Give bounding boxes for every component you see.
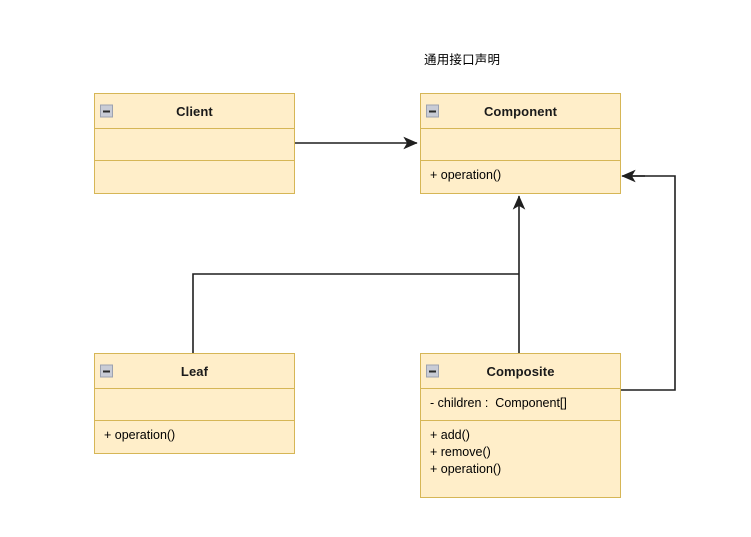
interface-declaration-note: 通用接口声明 bbox=[424, 53, 501, 67]
class-name-composite: Composite bbox=[486, 363, 555, 379]
class-attributes-component bbox=[421, 129, 620, 161]
class-operations-client bbox=[95, 161, 294, 193]
operation-row: + operation() bbox=[104, 428, 176, 442]
collapse-minus-icon[interactable] bbox=[426, 104, 439, 118]
operation-row: + remove() bbox=[430, 445, 491, 459]
class-operations-component: + operation() bbox=[421, 161, 620, 193]
class-operations-composite: + add() + remove() + operation() bbox=[421, 421, 620, 497]
class-name-leaf: Leaf bbox=[180, 363, 209, 379]
class-header-client: Client bbox=[95, 94, 294, 129]
class-header-composite: Composite bbox=[421, 354, 620, 389]
operation-row: + operation() bbox=[430, 462, 502, 476]
collapse-minus-icon[interactable] bbox=[100, 104, 113, 118]
class-box-component[interactable]: Component + operation() bbox=[420, 93, 621, 194]
class-header-leaf: Leaf bbox=[95, 354, 294, 389]
operation-row: + operation() bbox=[430, 168, 502, 182]
collapse-minus-icon[interactable] bbox=[426, 364, 439, 378]
class-name-client: Client bbox=[176, 103, 213, 119]
class-box-client[interactable]: Client bbox=[94, 93, 295, 194]
attribute-row: - children : Component[] bbox=[430, 396, 567, 410]
class-box-composite[interactable]: Composite - children : Component[] + add… bbox=[420, 353, 621, 498]
class-attributes-leaf bbox=[95, 389, 294, 421]
class-attributes-client bbox=[95, 129, 294, 161]
class-box-leaf[interactable]: Leaf + operation() bbox=[94, 353, 295, 454]
class-operations-leaf: + operation() bbox=[95, 421, 294, 453]
operation-row: + add() bbox=[430, 428, 470, 442]
edge-composite-to-component-aggregation bbox=[621, 169, 676, 391]
edge-generalization-fork bbox=[192, 195, 526, 353]
collapse-minus-icon[interactable] bbox=[100, 364, 113, 378]
class-attributes-composite: - children : Component[] bbox=[421, 389, 620, 421]
class-header-component: Component bbox=[421, 94, 620, 129]
class-name-component: Component bbox=[483, 103, 558, 119]
